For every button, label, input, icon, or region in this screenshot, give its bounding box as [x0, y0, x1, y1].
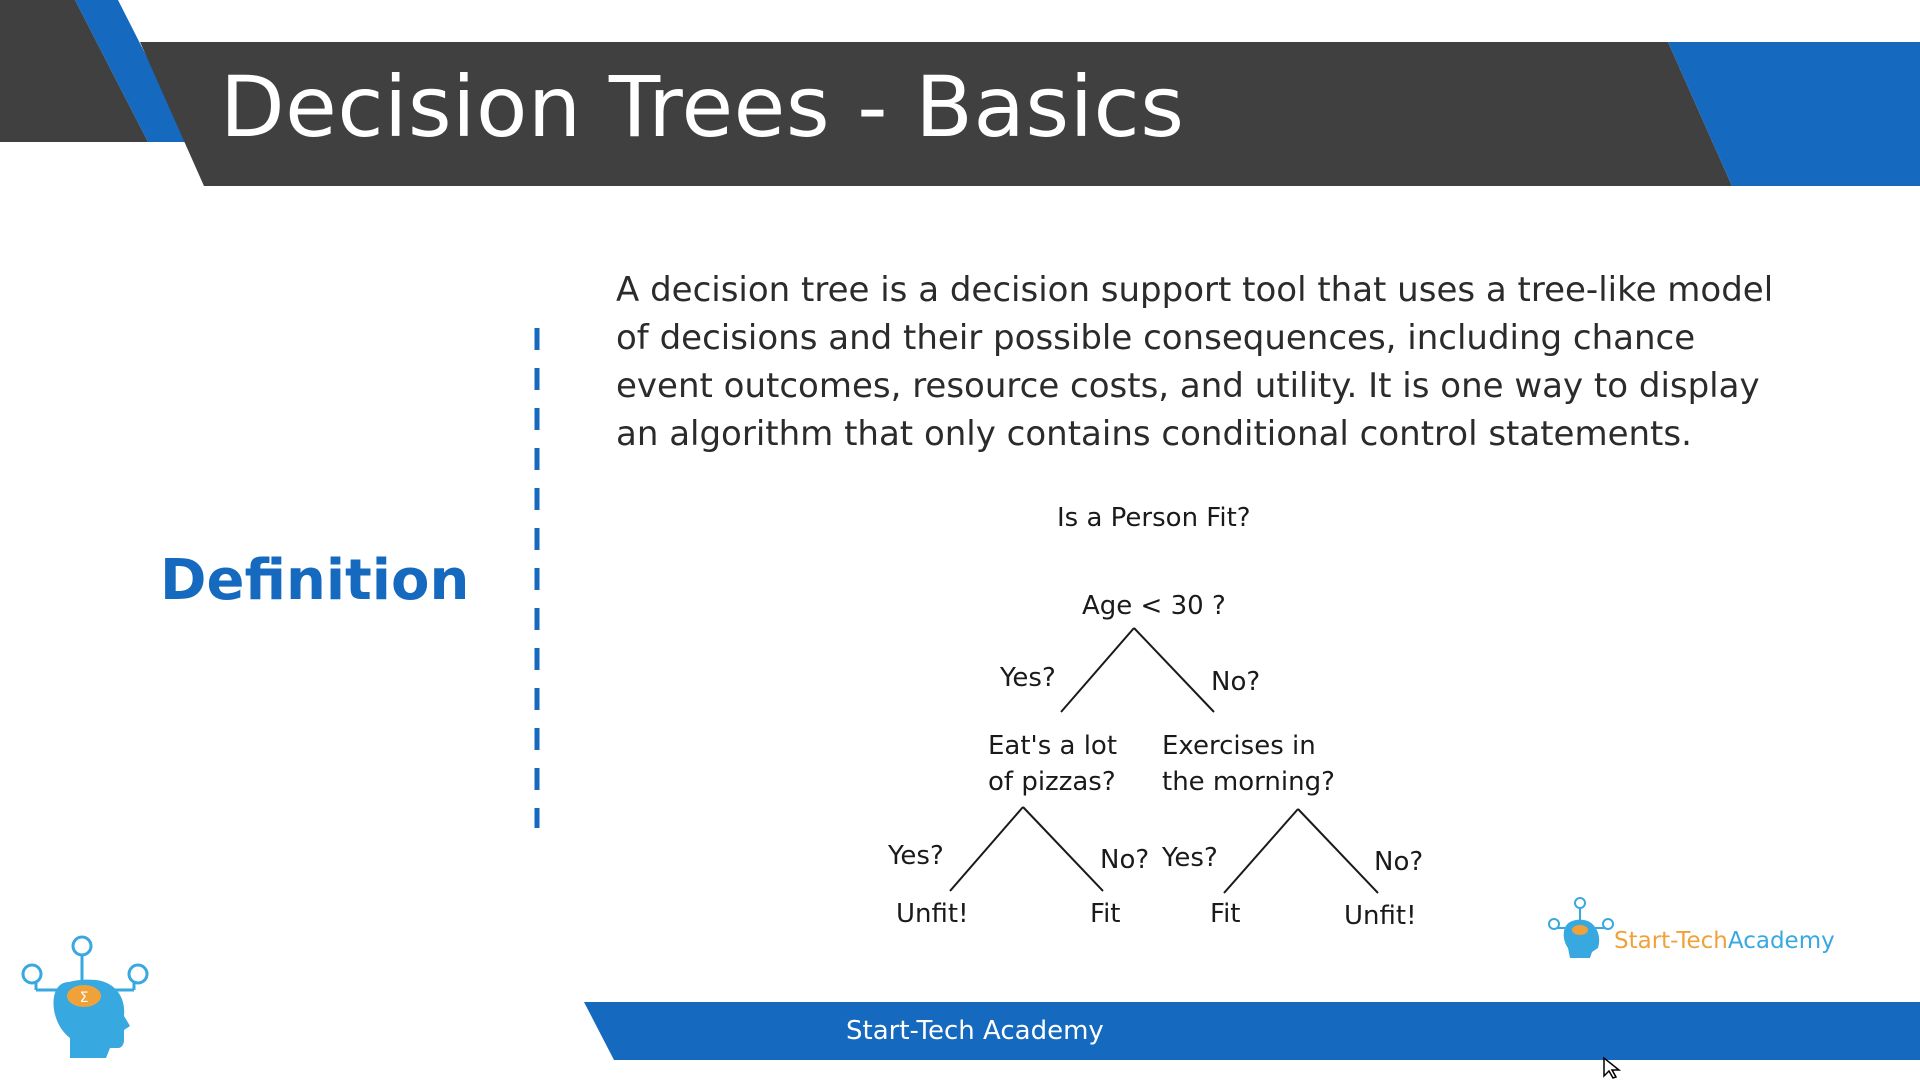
tree-right-node-line1: Exercises in — [1162, 731, 1316, 761]
header-title-band — [140, 42, 1732, 186]
tree-leaf-unfit-2: Unfit! — [1344, 901, 1417, 931]
header-left-dark-shape — [0, 0, 148, 142]
header-right-blue-shape — [1668, 42, 1920, 186]
tree-leaf-fit-1: Fit — [1090, 899, 1121, 929]
footer-label: Start-Tech Academy — [846, 1016, 1104, 1046]
header-left-blue-stripe — [75, 0, 190, 142]
start-tech-logo-icon — [1548, 897, 1614, 958]
tree-left-node-line1: Eat's a lot — [988, 731, 1118, 761]
start-tech-logo-text: Start-TechAcademy — [1614, 928, 1835, 954]
tree-question: Is a Person Fit? — [1057, 503, 1251, 533]
tree-left-node-line2: of pizzas? — [988, 767, 1116, 797]
tree-root-no-label: No? — [1211, 667, 1261, 697]
section-label: Definition — [160, 548, 470, 613]
tree-left-yes-label: Yes? — [888, 841, 944, 871]
edge-left-no — [1022, 806, 1104, 892]
brain-head-icon: Σ — [21, 935, 149, 1058]
edge-root-no — [1133, 627, 1215, 713]
slide-title: Decision Trees - Basics — [220, 58, 1185, 156]
logo-text-academy: Academy — [1727, 928, 1835, 954]
tree-right-node-line2: the morning? — [1162, 767, 1335, 797]
dashed-divider — [534, 328, 540, 828]
tree-left-no-label: No? — [1100, 845, 1150, 875]
tree-leaf-fit-2: Fit — [1210, 899, 1241, 929]
header-band — [0, 0, 1920, 186]
mouse-cursor-icon — [1603, 1056, 1622, 1079]
svg-text:Σ: Σ — [80, 990, 89, 1006]
tree-right-yes-label: Yes? — [1162, 843, 1218, 873]
definition-paragraph: A decision tree is a decision support to… — [616, 270, 1774, 454]
edge-right-no — [1297, 808, 1379, 894]
edge-root-yes — [1060, 627, 1135, 713]
edge-right-yes — [1223, 808, 1299, 894]
tree-root-node: Age < 30 ? — [1082, 591, 1226, 621]
tree-leaf-unfit-1: Unfit! — [896, 899, 969, 929]
tree-right-no-label: No? — [1374, 847, 1424, 877]
tree-root-yes-label: Yes? — [1000, 663, 1056, 693]
logo-text-start-tech: Start-Tech — [1614, 928, 1728, 954]
edge-left-yes — [949, 806, 1024, 892]
